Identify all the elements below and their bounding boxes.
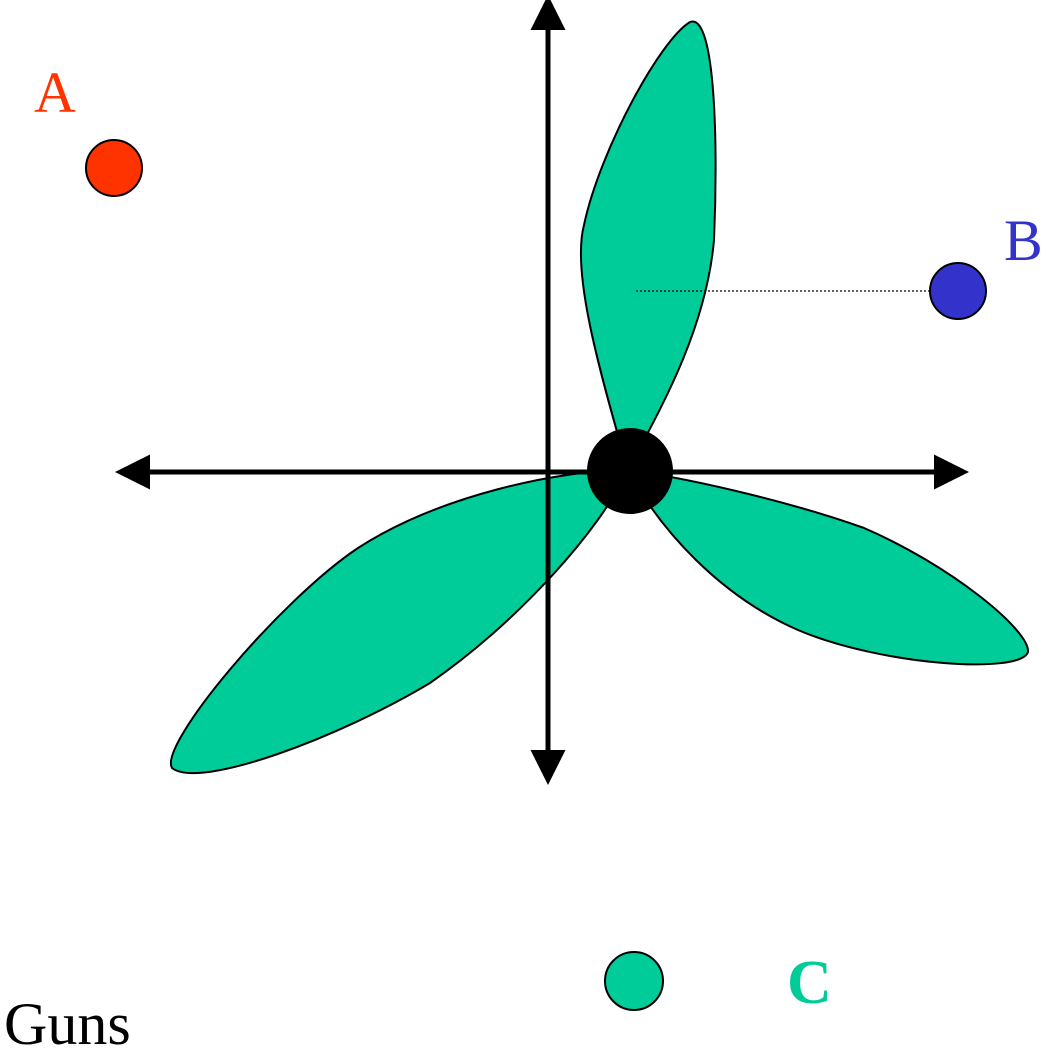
diagram-title: Guns: [4, 991, 131, 1057]
point-b-dot: [929, 262, 987, 320]
point-c-label: C: [787, 949, 832, 1017]
point-a-label: A: [34, 60, 76, 125]
petal-lower-right: [626, 468, 1030, 666]
point-c-dot: [604, 951, 664, 1011]
petal-lower-left: [169, 468, 630, 775]
point-b-label: B: [1004, 208, 1043, 273]
petal-upper: [579, 20, 717, 473]
point-a-dot: [85, 139, 143, 197]
center-point: [587, 428, 673, 514]
